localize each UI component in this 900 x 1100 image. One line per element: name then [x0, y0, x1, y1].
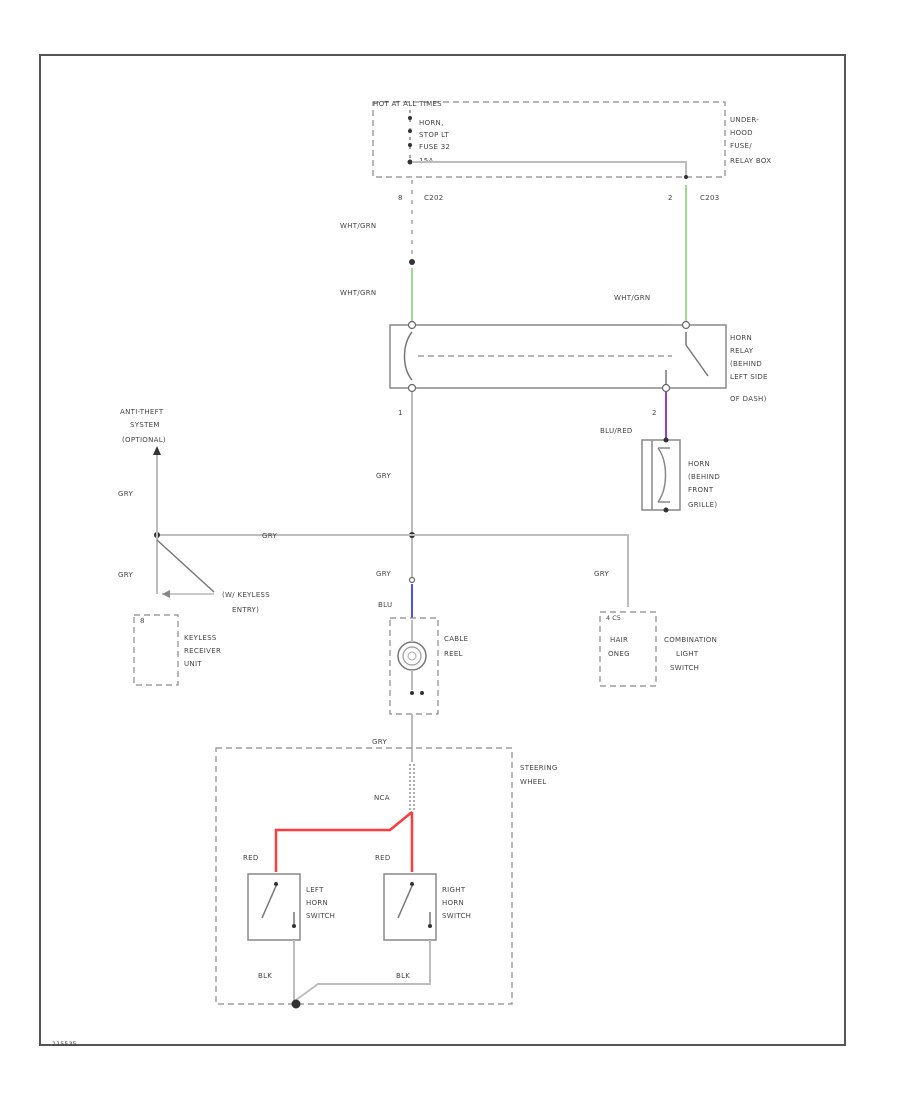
relay-pin-label-1: 1 [398, 409, 403, 417]
cable-reel-pin-a [410, 691, 414, 695]
wire-gry-horizontal [157, 534, 629, 607]
horn-symbol [641, 437, 681, 513]
wire-label-gry-right: GRY [594, 570, 609, 578]
relay-pin-bottom-left [407, 383, 417, 393]
fuse-line-1: HORN, [419, 119, 444, 127]
horn-name-3: FRONT [688, 486, 714, 494]
combo-switch-pin: 4 C5 [606, 614, 621, 622]
anti-theft-arrow-icon [153, 446, 161, 455]
fuse-line-3: FUSE 32 [419, 143, 450, 151]
cable-reel-pin-b [420, 691, 424, 695]
left-horn-switch-name-3: SWITCH [306, 912, 335, 920]
wire-label-gry-main: GRY [376, 472, 391, 480]
horn-relay-name-3: (BEHIND [730, 360, 762, 368]
right-horn-switch-name-1: RIGHT [442, 886, 466, 894]
steering-wheel-area [215, 747, 513, 1005]
keyless-receiver-unit [133, 614, 179, 686]
wire-label-blu: BLU [378, 601, 392, 609]
wire-label-gry-steering: GRY [372, 738, 387, 746]
horn-relay-name-1: HORN [730, 334, 752, 342]
left-horn-switch [247, 873, 301, 941]
right-horn-switch-name-2: HORN [442, 899, 464, 907]
diagram-frame [39, 54, 846, 1046]
relay-pin-bottom-right [661, 383, 671, 393]
wire-label-blk-left: BLK [258, 972, 272, 980]
left-horn-switch-contact [261, 882, 296, 928]
keyless-switch-name-2: ENTRY) [232, 606, 259, 614]
connector-c203: C203 [700, 194, 719, 202]
combo-switch-name-3: SWITCH [670, 664, 699, 672]
wire-blk-right [295, 940, 431, 1001]
fuse-box-header: HOT AT ALL TIMES [373, 100, 442, 108]
splice-point-upper [409, 259, 415, 265]
horn-name-2: (BEHIND [688, 473, 720, 481]
left-horn-switch-name-2: HORN [306, 899, 328, 907]
wire-red-left [274, 811, 413, 872]
fuse-box-internal-wire [412, 161, 687, 178]
relay-coil [403, 331, 709, 384]
fuse-symbol [407, 110, 413, 165]
keyless-unit-pin: 8 [140, 617, 145, 625]
combo-switch-inner-2: ONEG [608, 650, 630, 658]
connector-c203-pin [684, 175, 688, 179]
fuse-line-2: STOP LT [419, 131, 449, 139]
right-horn-switch-name-3: SWITCH [442, 912, 471, 920]
fuse-box-name-2: HOOD [730, 129, 753, 137]
relay-pin-top-right [681, 320, 691, 330]
keyless-switch-name-1: (W/ KEYLESS [222, 591, 270, 599]
connector-pin-center [408, 576, 416, 584]
combination-light-switch [599, 611, 657, 687]
fuse-box-name-3: FUSE/ [730, 142, 752, 150]
relay-pin-label-2: 2 [652, 409, 657, 417]
horn-name-1: HORN [688, 460, 710, 468]
connector-c202: C202 [424, 194, 443, 202]
ground-point-icon [291, 999, 301, 1009]
pin-2: 2 [668, 194, 673, 202]
wire-label-wht-grn-lower: WHT/GRN [340, 289, 376, 297]
wire-label-red-right: RED [375, 854, 391, 862]
horn-name-4: GRILLE) [688, 501, 717, 509]
horn-relay-name-4: LEFT SIDE [730, 373, 768, 381]
wire-label-blk-right: BLK [396, 972, 410, 980]
right-horn-switch [383, 873, 437, 941]
cable-reel-name-1: CABLE [444, 635, 468, 643]
fuse-box [372, 101, 726, 178]
wire-label-gry-horizontal: GRY [262, 532, 277, 540]
cable-reel-coil-icon [397, 641, 427, 671]
combo-switch-inner-1: HAIR [610, 636, 628, 644]
cable-reel-name-2: REEL [444, 650, 463, 658]
wire-label-gry-left-upper: GRY [118, 490, 133, 498]
clock-spring-connector [409, 764, 415, 810]
relay-pin-top-left [407, 320, 417, 330]
keyless-switch-arrow-icon [162, 590, 170, 598]
cable-reel [389, 617, 439, 715]
keyless-unit-name-2: RECEIVER [184, 647, 221, 655]
steering-wheel-name-1: STEERING [520, 764, 558, 772]
combo-switch-name-2: LIGHT [676, 650, 699, 658]
combo-switch-name-1: COMBINATION [664, 636, 717, 644]
keyless-switch-contact [156, 539, 215, 593]
wire-label-blu-red: BLU/RED [600, 427, 633, 435]
wire-label-wht-grn-right: WHT/GRN [614, 294, 650, 302]
wire-label-gry-center: GRY [376, 570, 391, 578]
wire-label-wht-grn-upper: WHT/GRN [340, 222, 376, 230]
steering-wheel-name-2: WHEEL [520, 778, 546, 786]
pin-8: 8 [398, 194, 403, 202]
horn-relay-name-5: OF DASH) [730, 395, 767, 403]
footer-code: 115535 [52, 1040, 77, 1048]
horn-relay-name-2: RELAY [730, 347, 754, 355]
keyless-unit-name-3: UNIT [184, 660, 202, 668]
keyless-unit-name-1: KEYLESS [184, 634, 217, 642]
left-horn-switch-name-1: LEFT [306, 886, 324, 894]
fuse-box-name-1: UNDER- [730, 116, 759, 124]
anti-theft-name-2: SYSTEM [130, 421, 160, 429]
wire-label-red-left: RED [243, 854, 259, 862]
wire-label-nca: NCA [374, 794, 390, 802]
anti-theft-name-3: (OPTIONAL) [122, 436, 166, 444]
anti-theft-name-1: ANTI-THEFT [120, 408, 164, 416]
fuse-box-name-4: RELAY BOX [730, 157, 771, 165]
right-horn-switch-contact [397, 882, 432, 928]
wire-label-gry-left-lower: GRY [118, 571, 133, 579]
